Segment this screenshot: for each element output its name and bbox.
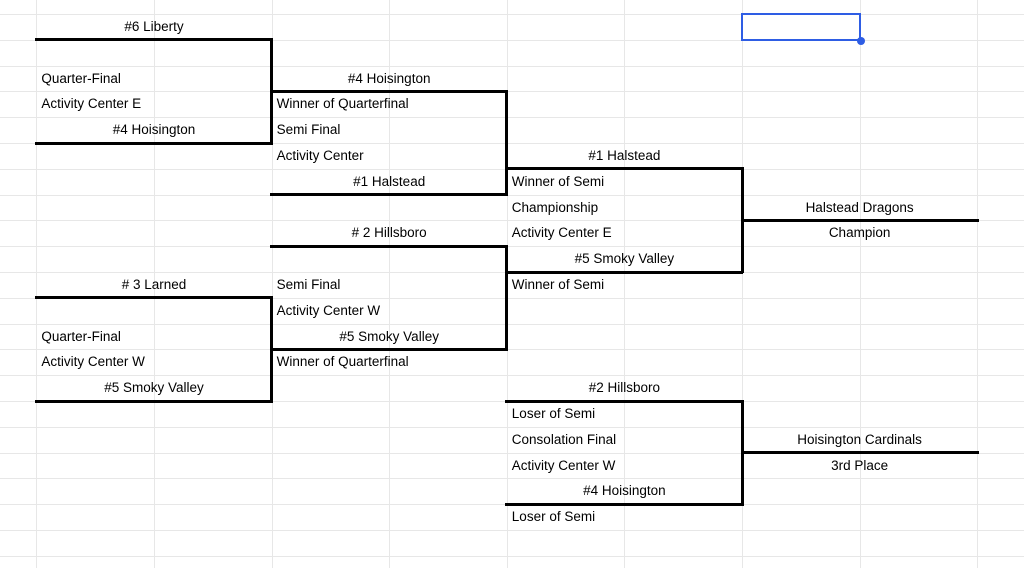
cell-sf-bottom-slot-below[interactable]: Winner of Quarterfinal (276, 354, 409, 370)
third-place-line (740, 451, 979, 455)
cell-final-slot-below[interactable]: Winner of Semi (511, 276, 605, 292)
cell-qf-bottom-bottom-team[interactable]: #5 Smoky Valley (104, 380, 204, 396)
bracket-line (505, 244, 509, 351)
cell-qf-bottom-heading-team[interactable]: # 3 Larned (121, 276, 187, 292)
selected-cell[interactable] (740, 13, 861, 41)
gridline (271, 0, 273, 568)
cell-sf-bottom-venue[interactable]: Activity Center W (276, 302, 381, 318)
bracket-line (505, 502, 744, 506)
cell-final-venue[interactable]: Activity Center E (511, 225, 612, 241)
cell-final-bottom-team[interactable]: #5 Smoky Valley (574, 251, 675, 267)
bracket-line (505, 167, 744, 171)
cell-consolation-slot-below[interactable]: Loser of Semi (511, 509, 596, 525)
cell-sf-bottom-round[interactable]: Semi Final (276, 276, 341, 292)
gridline (0, 246, 1024, 248)
gridline (0, 143, 1024, 144)
bracket-line (35, 141, 273, 145)
cell-sf-top-slot-top[interactable]: Winner of Quarterfinal (276, 96, 409, 112)
gridline (859, 0, 861, 568)
cell-sf-bottom-bottom-team[interactable]: #5 Smoky Valley (339, 328, 439, 344)
gridline (0, 530, 1024, 531)
gridline (0, 220, 1024, 222)
gridline (0, 39, 1024, 41)
cell-champion-team[interactable]: Halstead Dragons (805, 199, 914, 215)
cell-consolation-venue[interactable]: Activity Center W (511, 457, 616, 473)
cell-qf-top-heading-team[interactable]: #6 Liberty (124, 19, 184, 34)
cell-sf-top-round[interactable]: Semi Final (276, 122, 341, 138)
gridline (977, 0, 979, 568)
fill-handle[interactable] (856, 36, 865, 45)
gridline (0, 117, 1024, 119)
cell-third-place-team[interactable]: Hoisington Cardinals (797, 431, 922, 447)
gridline (624, 0, 626, 568)
gridline (0, 297, 1024, 299)
bracket-line (505, 399, 744, 403)
gridline (0, 555, 1024, 557)
bracket-line (270, 89, 509, 93)
cell-consolation-bottom-team[interactable]: #4 Hoisington (583, 483, 666, 499)
cell-qf-bottom-venue[interactable]: Activity Center W (41, 354, 145, 370)
gridline (0, 65, 1024, 67)
cell-qf-bottom-round[interactable]: Quarter-Final (41, 328, 121, 344)
cell-sf-top-venue[interactable]: Activity Center (276, 147, 364, 163)
bracket-line (270, 193, 509, 197)
gridline (0, 194, 1024, 196)
gridline (0, 478, 1024, 480)
bracket-line (505, 270, 744, 274)
cell-qf-top-round[interactable]: Quarter-Final (41, 70, 121, 86)
gridline (742, 0, 743, 568)
bracket-line (505, 89, 509, 197)
gridline (0, 323, 1024, 325)
cell-qf-top-bottom-team[interactable]: #4 Hoisington (112, 122, 196, 138)
cell-consolation-round[interactable]: Consolation Final (511, 431, 617, 447)
cell-sf-bottom-heading-team[interactable]: # 2 Hillsboro (351, 225, 427, 241)
cell-sf-top-heading-team[interactable]: #4 Hoisington (347, 70, 431, 86)
cell-final-round[interactable]: Championship (511, 199, 599, 215)
gridline (0, 426, 1024, 428)
bracket-line (35, 38, 273, 42)
cell-sf-top-bottom-team[interactable]: #1 Halstead (353, 173, 426, 189)
bracket-line (270, 296, 274, 403)
gridline (0, 452, 1024, 454)
cell-champion-label[interactable]: Champion (828, 225, 891, 241)
cell-third-place-label[interactable]: 3rd Place (831, 457, 889, 473)
cell-consolation-heading-team[interactable]: #2 Hillsboro (588, 380, 661, 396)
cell-final-heading-team[interactable]: #1 Halstead (588, 147, 661, 163)
bracket-line (35, 296, 273, 300)
champion-line (740, 218, 979, 222)
bracket-line (35, 399, 273, 403)
bracket-line (270, 244, 509, 248)
gridline (154, 0, 155, 568)
gridline (0, 91, 1024, 93)
gridline (0, 349, 1024, 351)
cell-qf-top-venue[interactable]: Activity Center E (41, 96, 142, 112)
cell-consolation-slot-top[interactable]: Loser of Semi (511, 405, 596, 421)
bracket-line (270, 347, 509, 351)
gridline (0, 14, 1024, 15)
cell-final-slot-top[interactable]: Winner of Semi (511, 173, 605, 189)
gridline (0, 375, 1024, 377)
gridline (36, 0, 38, 568)
gridline (389, 0, 391, 568)
